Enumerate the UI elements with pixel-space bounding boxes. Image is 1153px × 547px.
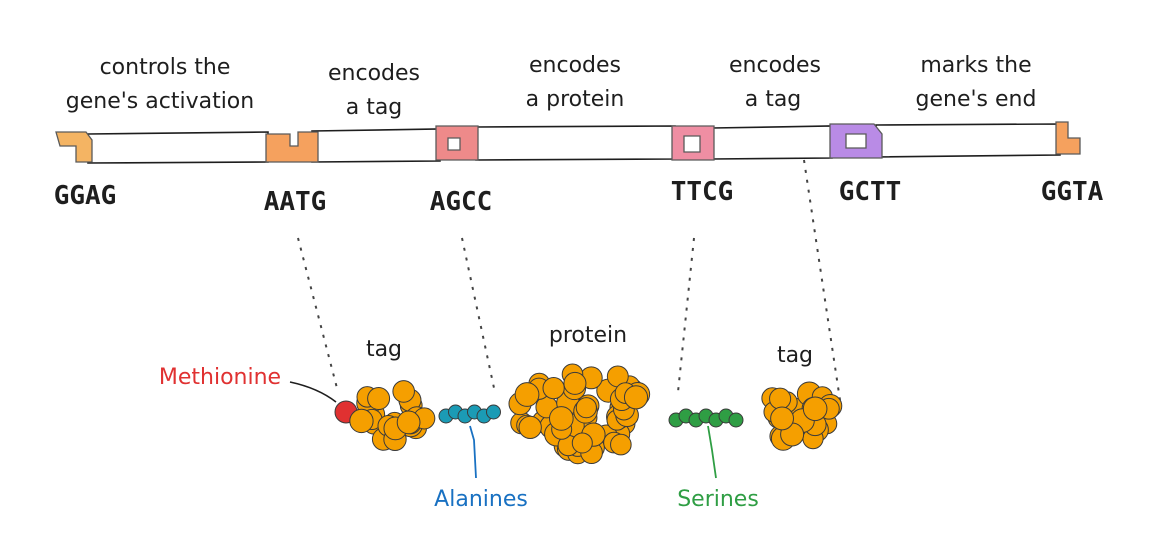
tag-right-bead xyxy=(770,406,794,431)
dna-connectors xyxy=(55,121,1081,163)
region-label-tag2-line2: a tag xyxy=(745,87,802,112)
mapping-line-protein-end xyxy=(677,237,695,393)
region-labels: controls the gene's activation encodes a… xyxy=(66,53,1037,120)
sequence-gctt: GCTT xyxy=(839,177,902,207)
tag-right-label: tag xyxy=(777,343,813,368)
connector-aatg xyxy=(265,131,319,163)
connector-ggta xyxy=(1055,121,1081,155)
region-label-protein-line1: encodes xyxy=(529,53,621,78)
serine-bead xyxy=(728,412,744,428)
region-label-protein-line2: a protein xyxy=(526,87,625,112)
sequence-ggag: GGAG xyxy=(54,181,117,211)
sequence-labels: GGAG AATG AGCC TTCG GCTT GGTA xyxy=(54,177,1104,217)
sequence-agcc: AGCC xyxy=(430,187,493,217)
region-label-end-line1: marks the xyxy=(920,53,1031,78)
dna-segment-5 xyxy=(875,123,1061,158)
protein-bead xyxy=(548,406,574,431)
protein-chain xyxy=(334,363,843,465)
tag-left-label: tag xyxy=(366,337,402,362)
region-label-end-line2: gene's end xyxy=(916,87,1037,112)
protein-bead xyxy=(542,376,565,400)
dna-segment-4 xyxy=(711,125,833,160)
region-label-tag1-line2: a tag xyxy=(346,95,403,120)
tag-right-bead xyxy=(769,387,792,410)
protein-label: protein xyxy=(549,323,627,348)
protein-bead xyxy=(563,371,587,395)
sequence-aatg: AATG xyxy=(264,187,327,217)
mapping-line-end xyxy=(803,159,841,401)
alanines-pointer xyxy=(469,425,477,479)
tag-left-bead xyxy=(396,410,421,435)
protein-bead xyxy=(514,382,540,407)
sequence-ttcg: TTCG xyxy=(671,177,734,207)
dna-strand xyxy=(87,123,1061,164)
dna-segment-2 xyxy=(311,128,441,163)
mapping-line-start xyxy=(297,237,339,393)
tag-left-bead xyxy=(367,387,391,411)
protein-labels: Methionine tag protein tag Alanines Seri… xyxy=(159,323,813,512)
sequence-ggta: GGTA xyxy=(1041,177,1104,207)
serines-label: Serines xyxy=(677,487,759,512)
protein-bead xyxy=(575,397,597,419)
region-label-tag2-line1: encodes xyxy=(729,53,821,78)
methionine-label: Methionine xyxy=(159,365,281,390)
tag-left-bead xyxy=(392,380,415,403)
protein-bead xyxy=(518,415,542,440)
protein-bead xyxy=(623,385,649,410)
alanine-bead xyxy=(486,404,501,420)
region-label-promoter-line2: gene's activation xyxy=(66,89,254,114)
region-label-tag1-line1: encodes xyxy=(328,61,420,86)
serines-pointer xyxy=(707,425,717,479)
tag-right-bead xyxy=(802,396,828,422)
methionine-pointer xyxy=(289,381,337,403)
dna-segment-1 xyxy=(87,131,269,164)
tag-left-bead xyxy=(349,408,374,434)
mapping-lines xyxy=(297,159,841,401)
region-label-promoter-line1: controls the xyxy=(100,55,231,80)
dna-segment-3 xyxy=(475,125,676,161)
protein-bead xyxy=(571,432,593,454)
alanines-label: Alanines xyxy=(434,487,528,512)
protein-bead xyxy=(610,433,632,456)
mapping-line-protein-start xyxy=(461,237,495,389)
connector-agcc xyxy=(435,125,479,161)
connector-ttcg xyxy=(671,125,715,161)
connector-gctt xyxy=(829,123,883,159)
connector-ggag xyxy=(55,131,93,163)
